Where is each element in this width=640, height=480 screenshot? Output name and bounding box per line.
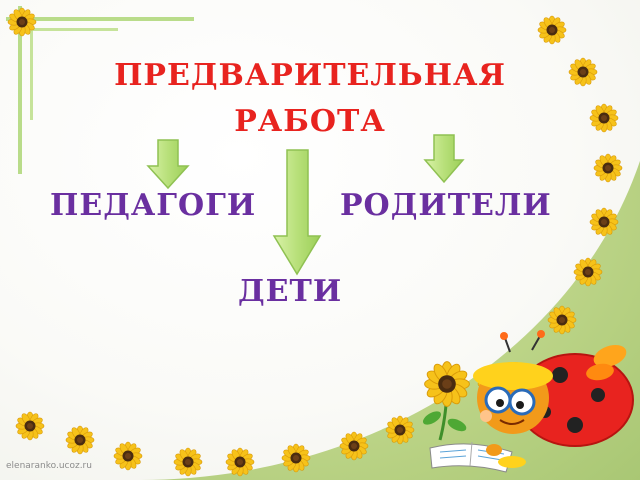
sunflower-icon — [589, 103, 619, 133]
sunflower-icon — [65, 425, 95, 455]
sunflower-icon — [15, 411, 45, 441]
arrow-down-icon-left — [146, 139, 190, 190]
sunflower-icon — [173, 447, 203, 477]
label-teachers: ПЕДАГОГИ — [50, 188, 257, 223]
slide-title-line1: ПРЕДВАРИТЕЛЬНАЯ — [114, 58, 506, 93]
sunflower-icon — [225, 447, 255, 477]
slide-title-line2: РАБОТА — [234, 104, 386, 139]
sunflower-icon — [593, 153, 623, 183]
arrow-down-icon-right — [423, 134, 465, 184]
corner-frame-icon — [6, 6, 194, 174]
sunflower-icon — [568, 57, 598, 87]
arrow-down-icon-center — [272, 149, 322, 276]
label-children: ДЕТИ — [238, 274, 343, 309]
sunflower-icon — [589, 207, 619, 237]
sunflower-icon — [537, 15, 567, 45]
sunflower-icon — [547, 305, 577, 335]
sunflower-icon — [113, 441, 143, 471]
sunflower-icon — [339, 431, 369, 461]
label-parents: РОДИТЕЛИ — [340, 188, 552, 223]
sunflower-icon — [385, 415, 415, 445]
ladybug-character-icon — [429, 330, 634, 473]
watermark-text: elenaranko.ucoz.ru — [6, 461, 92, 471]
sunflower-icon — [281, 443, 311, 473]
sunflower-icon — [573, 257, 603, 287]
tall-sunflower-icon — [422, 360, 471, 441]
